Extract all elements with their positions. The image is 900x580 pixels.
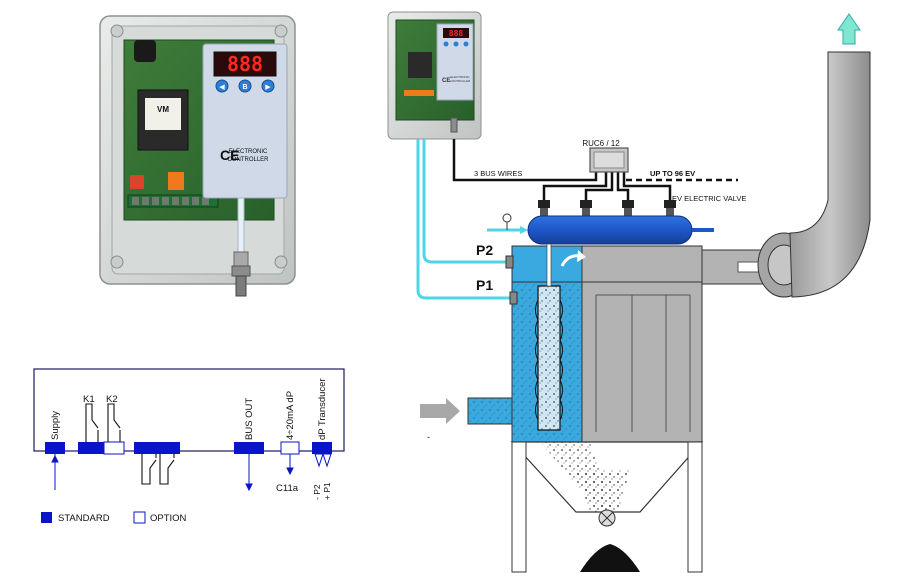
small-brand-line-1: ELECTRONIC [450,75,470,79]
small-display-digits: 888 [449,29,464,38]
wiring-supply-label: Supply [50,411,61,440]
upto-ev-label: UP TO 96 EV [650,169,695,178]
right-arrow-button[interactable] [261,79,275,93]
brand-line-2: CONTROLLER [227,157,269,163]
terminal-analog-option [280,441,300,455]
wiring-analog-label: 4÷20mA dP [285,391,296,440]
exhaust-duct [701,13,871,298]
small-ce-mark: CE [442,78,450,84]
p1-label: P1 [476,277,493,293]
terminal-k2-option [103,441,125,455]
small-brand-line-2: CONTROLLER [450,79,471,83]
wiring-p1-label: + P1 [322,482,332,500]
terminal-relays [134,442,180,454]
legend-option-label: OPTION [150,513,187,524]
center-button-label: B [242,84,247,91]
terminal-k1 [78,442,104,454]
left-arrow-button[interactable] [215,79,229,93]
ruc-module [589,147,629,173]
bus-cables [452,139,672,200]
wiring-bus-out-label: BUS OUT [244,398,255,440]
pressure-lines [416,139,512,300]
ruc-module-label: RUC6 / 12 [582,139,620,148]
wiring-p2-label: - P2 [312,484,322,500]
display-digits: 888 [227,52,263,76]
legend: STANDARD OPTION [41,511,187,524]
brand-line-1: ELECTRONIC [229,149,268,155]
legend-standard-label: STANDARD [58,513,110,524]
wiring-transducer-label: dP Transducer [317,378,328,440]
terminal-supply [45,442,65,454]
bus-wires-label: 3 BUS WIRES [474,169,522,178]
center-button[interactable] [238,79,252,93]
legend-option-swatch [133,511,146,524]
solenoid-valves [538,200,676,217]
small-controller-photo: 888 CE ELECTRONIC CONTROLLER [387,11,482,140]
wiring-k2-label: K2 [106,394,118,405]
left-arrow-icon: ◀ [219,84,225,91]
wiring-c11a-label: C11a [276,483,299,494]
wiring-k1-label: K1 [83,394,95,405]
p2-label: P2 [476,242,493,258]
wiring-diagram [33,368,345,492]
legend-standard-swatch [41,512,52,523]
ev-valve-label: EV ELECTRIC VALVE [672,194,746,203]
compressed-air-tank [487,213,714,245]
right-arrow-icon: ▶ [265,84,271,91]
ce-mark: CE [220,147,239,163]
terminal-bus-out [234,442,264,454]
terminal-transducer [312,442,332,454]
filter-housing [420,243,704,573]
controller-enclosure-photo: VM 888 ◀ B ▶ CE ELECTRONIC CONTROLLER [99,15,296,297]
dash-note: - [427,432,430,442]
transformer-logo: VM [157,105,169,114]
